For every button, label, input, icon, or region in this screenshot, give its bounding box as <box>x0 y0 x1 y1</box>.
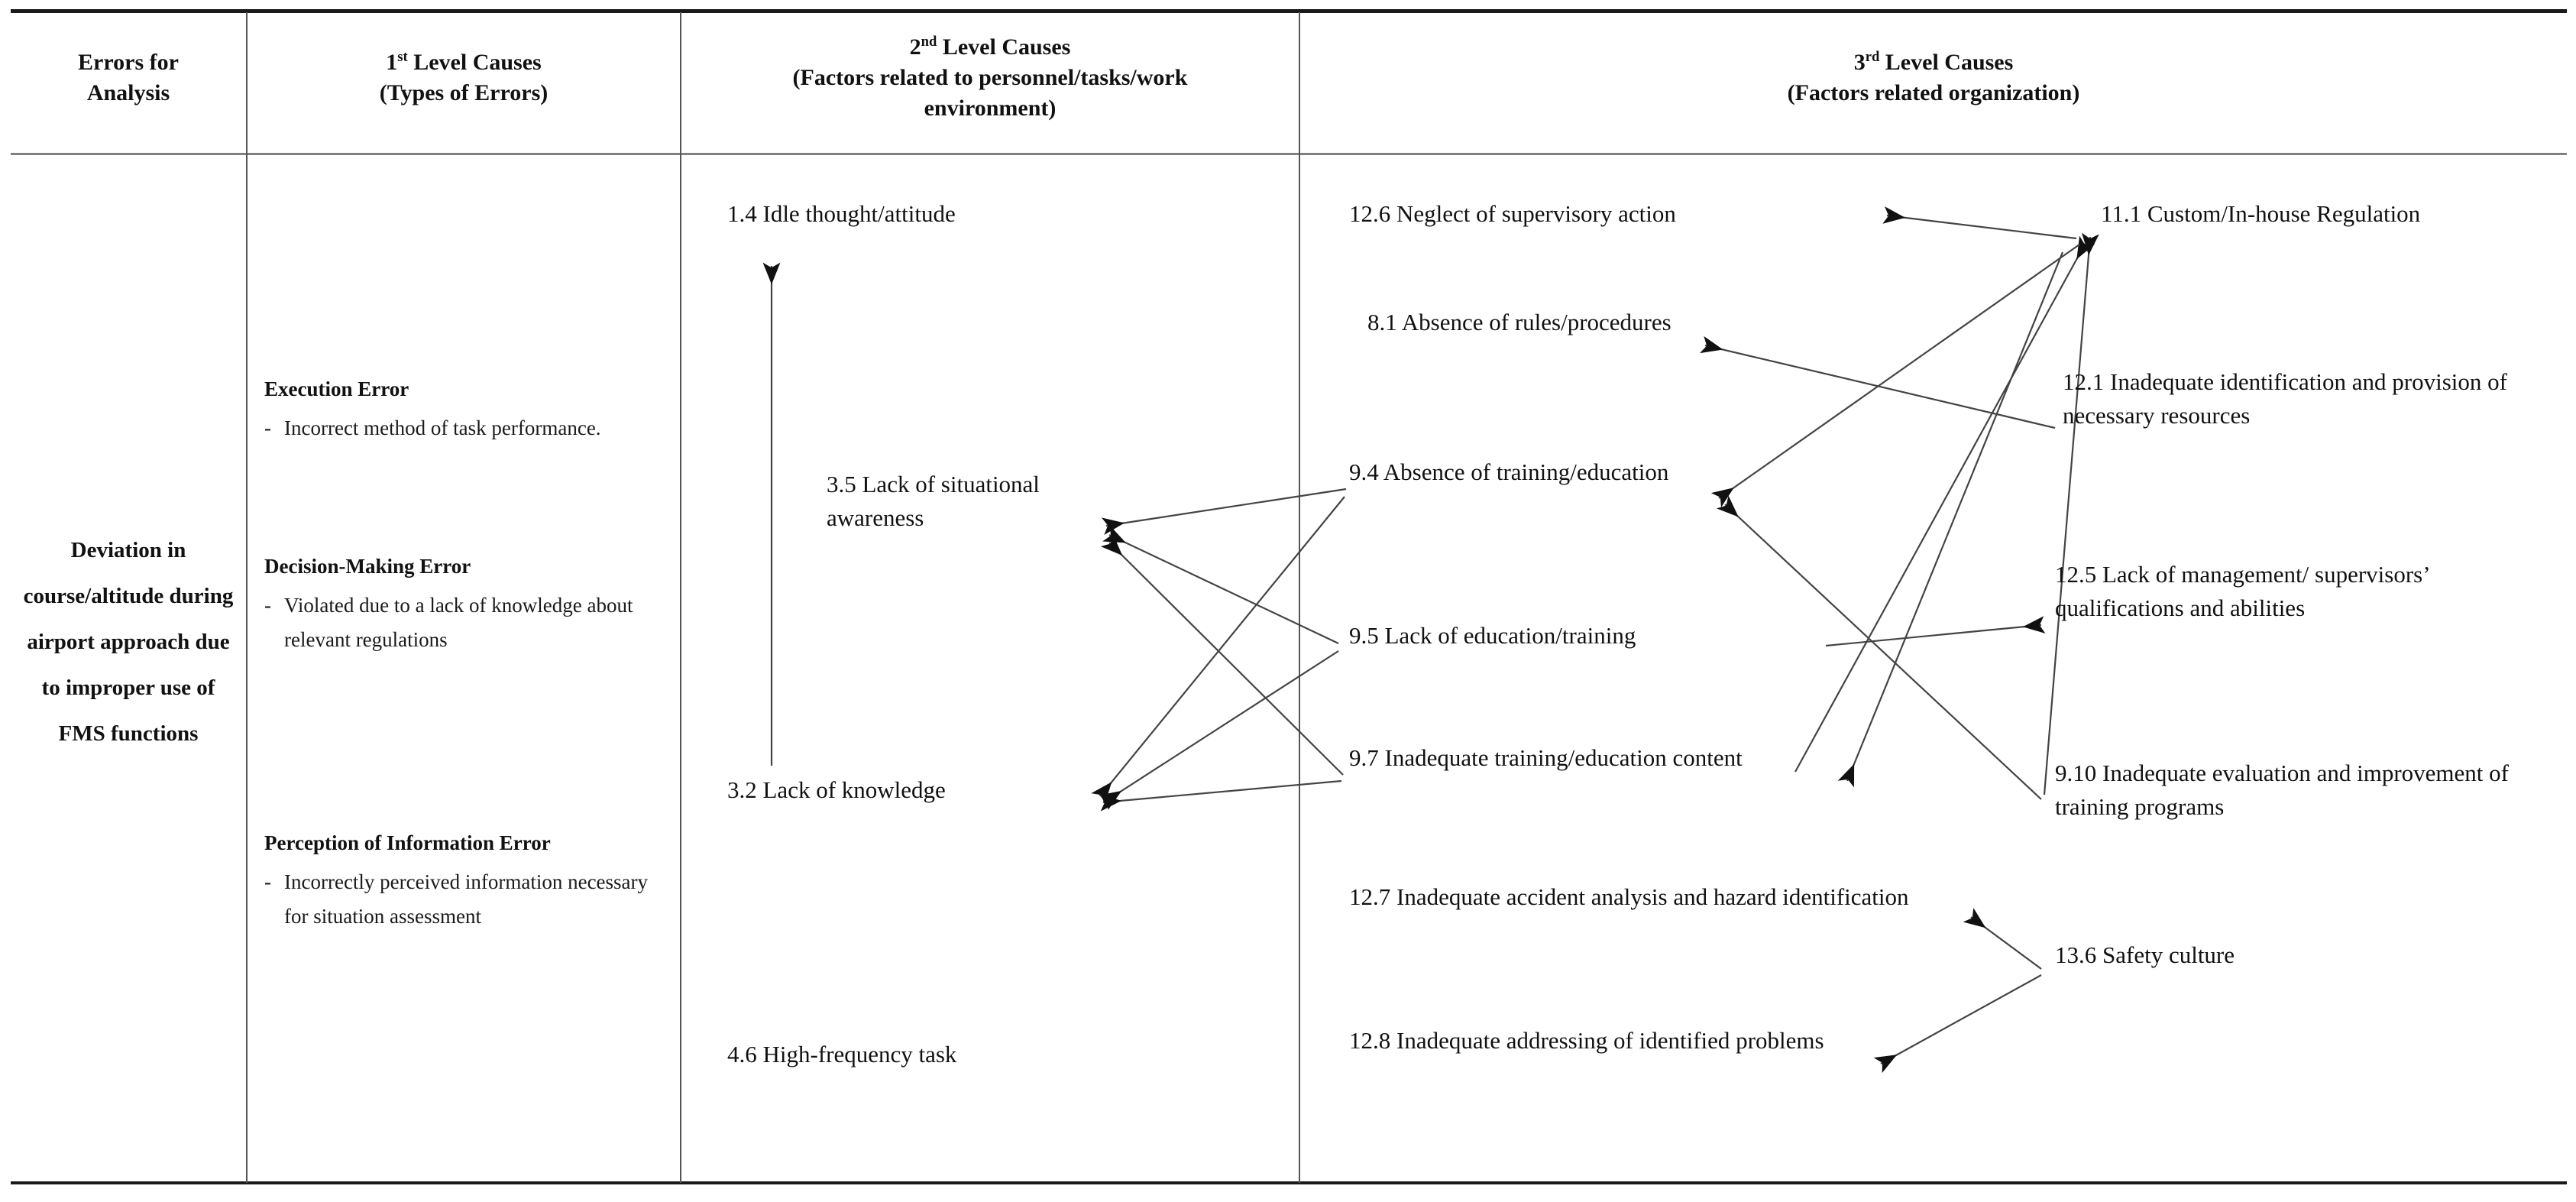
header-ordinal-rest: Level Causes <box>937 34 1071 60</box>
header-ordinal-suffix: rd <box>1865 49 1880 65</box>
node-3-2-lack-of-knowledge: 3.2 Lack of knowledge <box>727 776 946 803</box>
analysis-subject-text: Deviation in course/altitude during airp… <box>23 538 234 747</box>
error-group-bullet: - Violated due to a lack of knowledge ab… <box>264 588 669 658</box>
node-9-10-inadequate-evaluation-training-programs: 9.10 Inadequate evaluation and improveme… <box>2055 760 2509 821</box>
error-group-bullet: - Incorrectly perceived information nece… <box>264 865 669 935</box>
arrow-9-7-to-11-1 <box>1794 235 2095 773</box>
error-group-decision-making: Decision-Making Error - Violated due to … <box>264 555 669 658</box>
arrow-11-1-to-12-6 <box>1882 206 2077 240</box>
header-ordinal-suffix: st <box>397 49 408 65</box>
column-header-errors-for-analysis: Errors for Analysis <box>11 47 246 109</box>
arrow-9-4-to-3-5 <box>1101 488 1347 535</box>
arrow-11-1-to-9-4 <box>1710 244 2080 507</box>
header-ordinal: 2 <box>909 34 921 60</box>
error-group-execution: Execution Error - Incorrect method of ta… <box>264 377 669 445</box>
bullet-dash: - <box>264 594 271 617</box>
arrow-9-5-to-3-2 <box>1099 650 1339 810</box>
header-ordinal-rest: Level Causes <box>407 50 542 75</box>
node-12-8-inadequate-addressing-of-problems: 12.8 Inadequate addressing of identified… <box>1349 1027 1824 1054</box>
column-divider-1 <box>246 12 248 1183</box>
column-divider-2 <box>680 12 681 1183</box>
error-group-title: Perception of Information Error <box>264 831 551 854</box>
node-13-6-safety-culture: 13.6 Safety culture <box>2055 941 2235 968</box>
bullet-text: Violated due to a lack of knowledge abou… <box>284 594 633 652</box>
header-ordinal: 3 <box>1853 50 1866 75</box>
header-line: 2nd Level Causes <box>681 32 1299 63</box>
header-line: Errors for <box>78 50 179 75</box>
arrow-9-7-to-3-5 <box>1100 533 1344 776</box>
node-3-5-lack-of-situational-awareness: 3.5 Lack of situational awareness <box>827 471 1040 532</box>
bullet-dash: - <box>264 416 271 439</box>
bullet-text: Incorrectly perceived information necess… <box>284 870 649 928</box>
column-header-second-level-causes: 2nd Level Causes (Factors related to per… <box>681 32 1299 124</box>
header-ordinal: 1 <box>386 50 398 75</box>
node-12-7-inadequate-accident-analysis: 12.7 Inadequate accident analysis and ha… <box>1349 883 1909 910</box>
node-11-1-custom-in-house-regulation: 11.1 Custom/In-house Regulation <box>2101 200 2421 227</box>
arrow-11-1-to-9-7 <box>1837 251 2064 788</box>
header-line: (Types of Errors) <box>379 79 549 105</box>
error-group-bullet: - Incorrect method of task performance. <box>264 411 669 445</box>
arrow-9-5-to-3-5 <box>1102 525 1339 644</box>
header-line: Analysis <box>86 79 170 105</box>
arrow-12-1-to-8-1 <box>1700 335 2056 429</box>
error-group-perception-of-information: Perception of Information Error - Incorr… <box>264 831 669 935</box>
error-group-title: Decision-Making Error <box>264 555 471 578</box>
arrow-9-10-to-11-1 <box>2043 232 2099 795</box>
column-divider-3 <box>1299 12 1300 1183</box>
node-1-4-idle-thought: 1.4 Idle thought/attitude <box>727 200 956 227</box>
node-12-6-neglect-of-supervisory-action: 12.6 Neglect of supervisory action <box>1349 200 1676 227</box>
node-8-1-absence-of-rules-procedures: 8.1 Absence of rules/procedures <box>1367 309 1671 335</box>
node-12-5-lack-of-management-qualifications: 12.5 Lack of management/ supervisors’ qu… <box>2055 561 2429 622</box>
header-ordinal-suffix: nd <box>921 34 937 50</box>
bullet-text: Incorrect method of task performance. <box>284 416 601 439</box>
arrow-9-7-to-3-2 <box>1099 779 1342 812</box>
arrow-9-4-to-3-2 <box>1091 496 1345 805</box>
node-9-5-lack-of-education-training: 9.5 Lack of education/training <box>1349 622 1636 649</box>
header-line: (Factors related to personnel/tasks/work <box>792 64 1188 90</box>
arrow-9-5-to-12-5 <box>1825 616 2046 647</box>
header-line: 3rd Level Causes <box>1300 47 2567 78</box>
header-line: 1st Level Causes <box>248 47 680 78</box>
header-line: (Factors related organization) <box>1787 79 2080 105</box>
bullet-dash: - <box>264 870 271 893</box>
error-group-title: Execution Error <box>264 377 409 400</box>
arrow-13-6-to-12-8 <box>1873 974 2042 1074</box>
node-4-6-high-frequency-task: 4.6 High-frequency task <box>727 1041 957 1068</box>
node-9-4-absence-of-training-education: 9.4 Absence of training/education <box>1349 458 1669 485</box>
node-12-1-inadequate-identification-resources: 12.1 Inadequate identification and provi… <box>2063 368 2507 429</box>
arrow-13-6-to-12-7 <box>1963 908 2042 970</box>
header-line: environment) <box>924 95 1057 121</box>
table-bottom-border <box>11 1181 2567 1184</box>
header-ordinal-rest: Level Causes <box>1879 50 2014 75</box>
header-separator <box>11 153 2567 155</box>
table-top-border <box>11 9 2567 13</box>
column-header-third-level-causes: 3rd Level Causes (Factors related organi… <box>1300 47 2567 109</box>
node-9-7-inadequate-training-education-content: 9.7 Inadequate training/education conten… <box>1349 744 1743 771</box>
column-header-first-level-causes: 1st Level Causes (Types of Errors) <box>248 47 680 109</box>
